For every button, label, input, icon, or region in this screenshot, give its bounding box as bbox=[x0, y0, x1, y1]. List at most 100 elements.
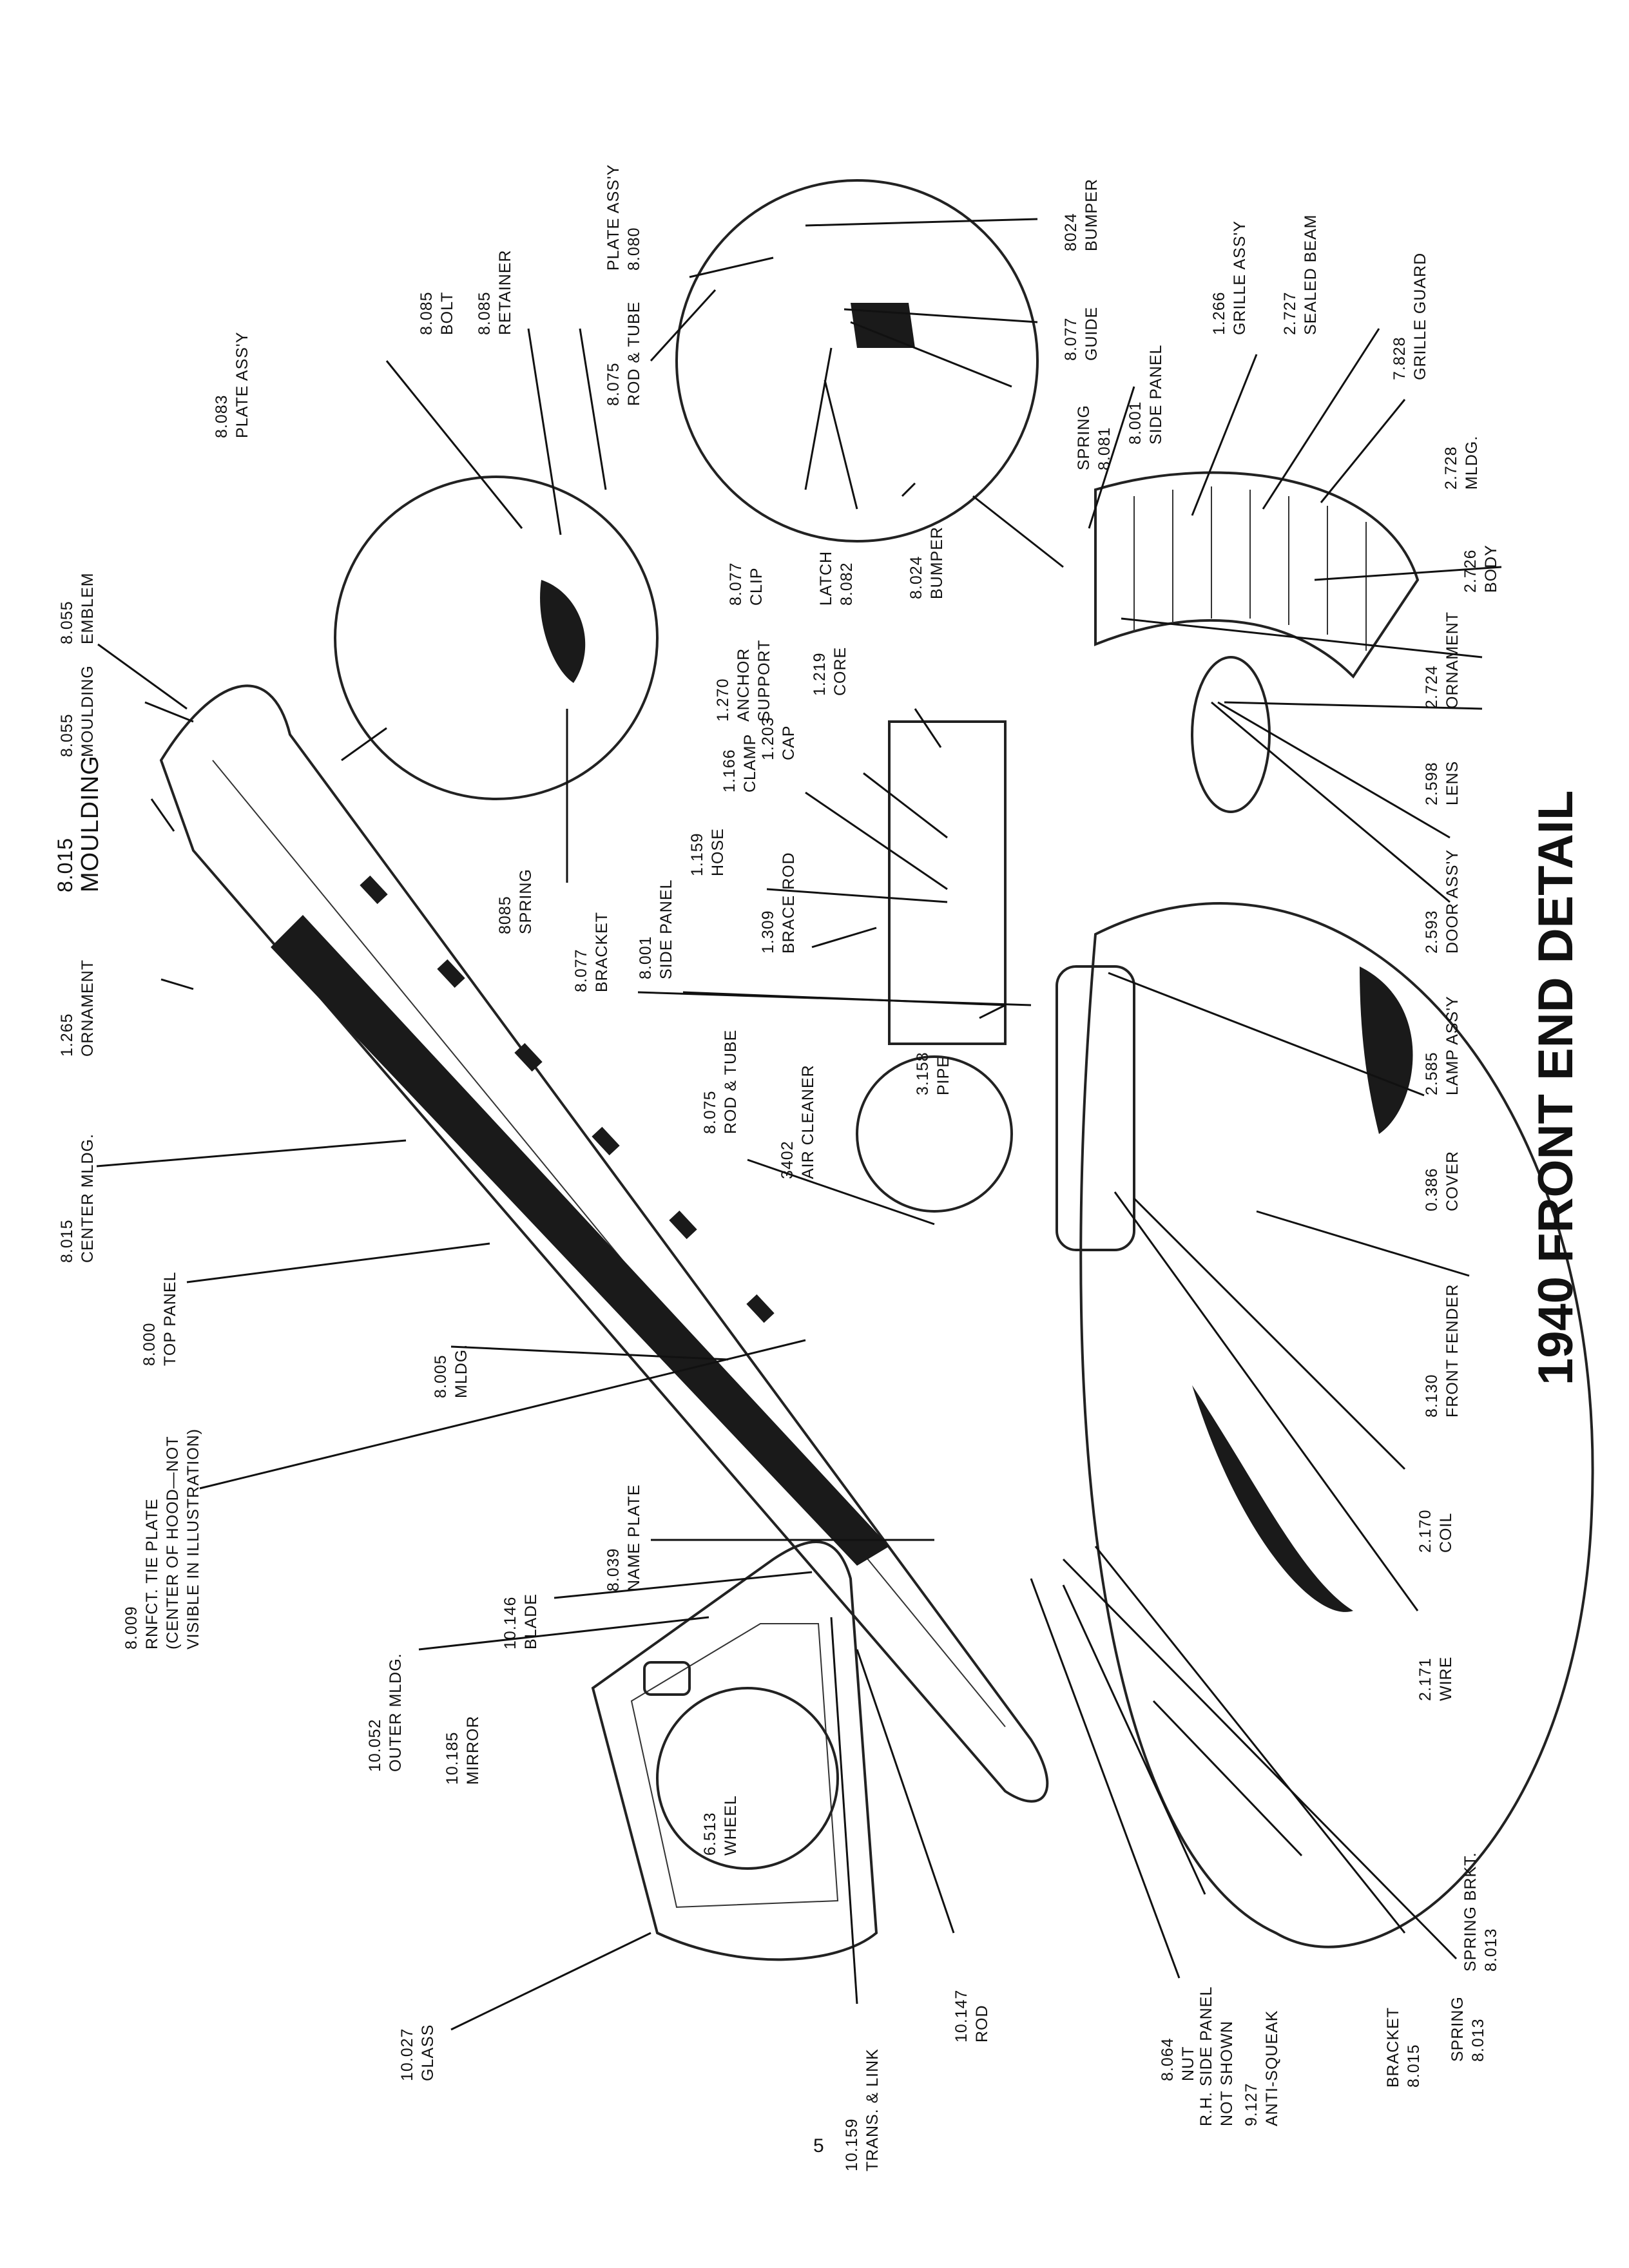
label-top-panel: 8.000 TOP PANEL bbox=[140, 1271, 179, 1366]
bracket-upper-name: BRACKET bbox=[593, 912, 611, 992]
label-lens: 2.598 LENS bbox=[1423, 761, 1461, 805]
spring-lower-line1: SPRING bbox=[1449, 1996, 1467, 2062]
front-fender-name: FRONT FENDER bbox=[1443, 1284, 1461, 1418]
label-brace-rod: 1.309 BRACE ROD bbox=[759, 852, 798, 954]
rod-tube-upper-number: 8.075 bbox=[604, 362, 622, 406]
label-spring-8085: 8085 SPRING bbox=[496, 869, 535, 934]
top-panel-number: 8.000 bbox=[140, 1322, 159, 1366]
battery-cover-shape bbox=[1055, 965, 1135, 1251]
trans-link-name: TRANS. & LINK bbox=[863, 2048, 882, 2171]
ornament-fender-number: 2.724 bbox=[1423, 665, 1441, 709]
side-panel-r-name: SIDE PANEL bbox=[1147, 345, 1165, 445]
label-side-panel-l: 8.001 SIDE PANEL bbox=[637, 879, 675, 979]
sealed-beam-number: 2.727 bbox=[1281, 291, 1299, 335]
label-lamp-assy: 2.585 LAMP ASS'Y bbox=[1423, 995, 1461, 1095]
hood-inner-edge bbox=[212, 760, 1006, 1727]
anti-squeak-name: ANTI-SQUEAK bbox=[1263, 2010, 1281, 2126]
label-bolt: 8.085 BOLT bbox=[418, 291, 456, 335]
label-pipe: 3.158 PIPE bbox=[914, 1052, 952, 1095]
guide-name: GUIDE bbox=[1083, 307, 1101, 361]
fender-shadow-lower bbox=[1192, 1385, 1353, 1612]
label-rh-side-panel: R.H. SIDE PANEL NOT SHOWN bbox=[1197, 1986, 1236, 2126]
clamp-name: CLAMP bbox=[741, 734, 759, 793]
plate-assy-080-line2: 8.080 bbox=[625, 227, 643, 271]
bumper-top-number: 8024 bbox=[1062, 213, 1080, 251]
side-panel-l-number: 8.001 bbox=[637, 936, 655, 979]
label-spring-lower: SPRING 8.013 bbox=[1449, 1996, 1487, 2062]
grille-bars bbox=[1133, 486, 1367, 651]
spring-081-line2: 8.081 bbox=[1095, 427, 1113, 470]
label-plate-assy-080: PLATE ASS'Y 8.080 bbox=[604, 164, 643, 271]
label-mldg-grille: 2.728 MLDG. bbox=[1442, 436, 1481, 490]
moulding-upper-number: 8.055 bbox=[58, 713, 76, 757]
moulding-mid-number: 8.015 bbox=[53, 838, 77, 892]
label-grille-guard: 7.828 GRILLE GUARD bbox=[1391, 253, 1429, 380]
label-side-panel-r: 8.001 SIDE PANEL bbox=[1126, 345, 1165, 445]
label-rnfct-tie-plate: 8.009 RNFCT. TIE PLATE (CENTER OF HOOD—N… bbox=[122, 1428, 202, 1649]
grille-shape bbox=[1094, 471, 1420, 679]
anchor-name: ANCHOR bbox=[735, 648, 753, 722]
wheel-number: 6.513 bbox=[701, 1812, 719, 1856]
front-fender-number: 8.130 bbox=[1423, 1374, 1441, 1418]
label-rod-lower: 10.147 ROD bbox=[952, 1990, 991, 2042]
latch-line1: LATCH bbox=[817, 551, 835, 606]
detail-circle-latch bbox=[675, 179, 1039, 543]
label-blade: 10.146 BLADE bbox=[501, 1593, 540, 1649]
ornament-hood-number: 1.265 bbox=[58, 1013, 76, 1057]
label-wheel: 6.513 WHEEL bbox=[701, 1795, 740, 1856]
cover-number: 0.386 bbox=[1423, 1168, 1441, 1211]
label-spring-brkt: SPRING BRKT. 8.013 bbox=[1461, 1852, 1500, 1972]
retainer-number: 8.085 bbox=[476, 291, 494, 335]
label-anchor-support: 1.270 ANCHOR SUPPORT bbox=[714, 640, 773, 722]
side-panel-l-name: SIDE PANEL bbox=[657, 879, 675, 979]
mirror-shape bbox=[643, 1661, 691, 1696]
name-plate-number: 8.039 bbox=[604, 1548, 622, 1591]
blade-name: BLADE bbox=[522, 1593, 540, 1649]
guide-number: 8.077 bbox=[1062, 317, 1080, 361]
glass-name: GLASS bbox=[419, 2024, 437, 2081]
glass-number: 10.027 bbox=[398, 2028, 416, 2081]
clamp-number: 1.166 bbox=[720, 749, 738, 793]
lens-number: 2.598 bbox=[1423, 762, 1441, 805]
cover-name: COVER bbox=[1443, 1151, 1461, 1211]
rnfct-note1: (CENTER OF HOOD—NOT bbox=[164, 1436, 182, 1650]
plate-assy-083-number: 8.083 bbox=[213, 394, 231, 438]
detail1-spring bbox=[540, 580, 586, 683]
label-body: 2.726 BODY bbox=[1461, 544, 1500, 593]
grille-guard-number: 7.828 bbox=[1391, 336, 1409, 380]
ornament-hood-name: ORNAMENT bbox=[79, 959, 97, 1057]
anchor-number: 1.270 bbox=[714, 678, 732, 722]
bracket-lower-line1: BRACKET bbox=[1384, 2007, 1402, 2088]
label-clip: 8.077 CLIP bbox=[727, 562, 766, 606]
rod-tube-mid-name: ROD & TUBE bbox=[722, 1030, 740, 1134]
grille-assy-number: 1.266 bbox=[1210, 291, 1228, 335]
mldg-grille-name: MLDG. bbox=[1463, 436, 1481, 490]
label-core: 1.219 CORE bbox=[811, 647, 849, 696]
mldg-number: 8.005 bbox=[432, 1354, 450, 1398]
door-assy-name: DOOR ASS'Y bbox=[1443, 849, 1461, 954]
hood-dark-channel bbox=[271, 915, 889, 1566]
center-mldg-number: 8.015 bbox=[58, 1219, 76, 1263]
page-number: 5 bbox=[813, 2135, 824, 2157]
mldg-name: MLDG. bbox=[452, 1344, 470, 1398]
anti-squeak-number: 9.127 bbox=[1242, 2082, 1260, 2126]
label-wire: 2.171 WIRE bbox=[1416, 1657, 1455, 1701]
trans-link-number: 10.159 bbox=[843, 2119, 861, 2171]
cap-name: CAP bbox=[780, 726, 798, 760]
label-grille-assy: 1.266 GRILLE ASS'Y bbox=[1210, 220, 1249, 335]
label-ornament-fender: 2.724 ORNAMENT bbox=[1423, 611, 1461, 709]
bumper-top-name: BUMPER bbox=[1083, 178, 1101, 251]
page-title: 1940 FRONT END DETAIL bbox=[1528, 791, 1583, 1385]
label-outer-mldg: 10.052 OUTER MLDG. bbox=[366, 1653, 405, 1772]
lamp-assy-number: 2.585 bbox=[1423, 1052, 1441, 1095]
clip-name: CLIP bbox=[747, 567, 766, 606]
hose-number: 1.159 bbox=[688, 832, 706, 876]
hood-top-panel bbox=[159, 684, 1049, 1803]
leader-lines bbox=[96, 218, 1502, 2031]
emblem-number: 8.055 bbox=[58, 601, 76, 644]
rnfct-name: RNFCT. TIE PLATE bbox=[143, 1498, 161, 1649]
center-mldg-name: CENTER MLDG. bbox=[79, 1133, 97, 1263]
hose-name: HOSE bbox=[709, 828, 727, 876]
label-guide: 8.077 GUIDE bbox=[1062, 307, 1101, 361]
